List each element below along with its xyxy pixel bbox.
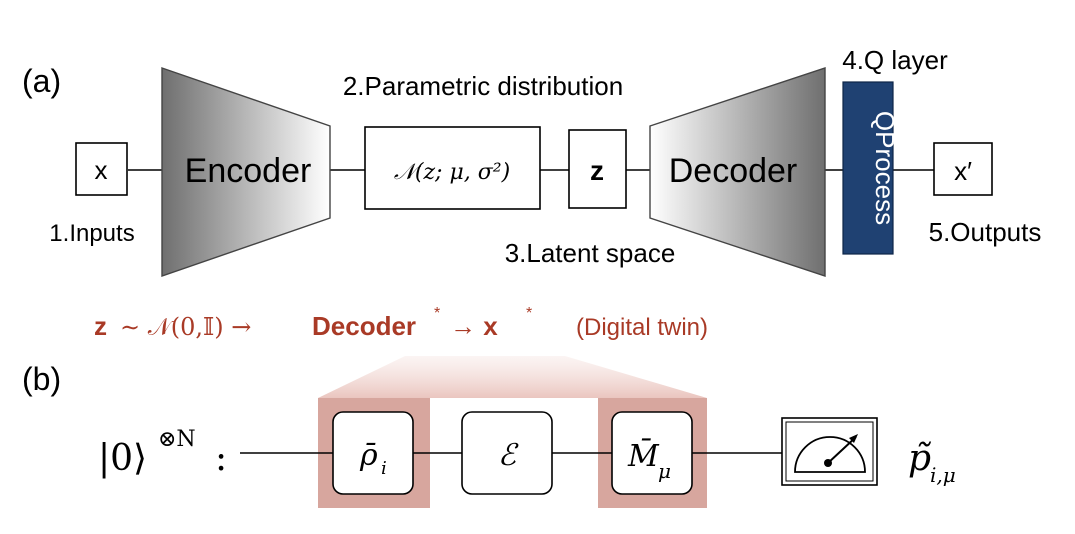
input-box xyxy=(75,142,128,196)
panel-b-label: (b) xyxy=(22,361,61,397)
encoder-label: Encoder xyxy=(185,152,312,190)
digital-twin-line: z ∼ 𝒩(0,𝕀) → Decoder * → x * (Digital tw… xyxy=(94,305,708,341)
encoder-trapezoid xyxy=(161,67,331,277)
normal-dist-box xyxy=(364,126,541,210)
input-box-text: x xyxy=(95,155,108,185)
twin-decoder: Decoder xyxy=(312,311,416,341)
twin-arrow-x: → x xyxy=(450,311,498,341)
twin-star-1: * xyxy=(434,305,440,322)
twin-digital-label: (Digital twin) xyxy=(576,314,708,341)
expansion-fan xyxy=(318,356,707,398)
inputs-label: 1.Inputs xyxy=(49,220,134,247)
twin-z: z xyxy=(94,311,107,341)
output-p: p̃ xyxy=(908,438,931,479)
latent-box xyxy=(568,129,627,209)
rho-subscript: i xyxy=(381,458,387,479)
twin-star-2: * xyxy=(526,305,532,322)
meter-icon xyxy=(781,417,878,486)
m-symbol: M̄ xyxy=(627,438,660,474)
latent-label: 3.Latent space xyxy=(505,238,676,268)
rho-gate xyxy=(332,411,414,495)
output-subscript: i,μ xyxy=(930,463,956,487)
output-box-text: x′ xyxy=(954,156,972,186)
state-ket: |0⟩ xyxy=(98,438,147,479)
panel-a-label: (a) xyxy=(22,63,61,99)
channel-symbol: ℰ xyxy=(498,438,519,473)
qprocess-box xyxy=(842,81,894,255)
decoder-label: Decoder xyxy=(669,152,798,190)
state-exponent: ⊗N xyxy=(158,427,196,452)
q-layer-label: 4.Q layer xyxy=(842,45,948,75)
qprocess-label: QProcess xyxy=(870,111,900,225)
twin-normal: ∼ 𝒩(0,𝕀) → xyxy=(120,313,251,341)
rho-symbol: ρ̄ xyxy=(359,438,378,473)
normal-dist-text: 𝒩(z; μ, σ²) xyxy=(394,160,510,185)
channel-gate xyxy=(461,411,553,495)
decoder-trapezoid xyxy=(649,67,826,277)
m-subscript: μ xyxy=(658,459,671,483)
output-box xyxy=(933,142,993,196)
m-gate xyxy=(611,411,693,495)
initial-state: |0⟩ ⊗N : xyxy=(98,427,227,479)
param-dist-label: 2.Parametric distribution xyxy=(343,71,623,101)
outputs-label: 5.Outputs xyxy=(929,217,1042,247)
latent-box-text: z xyxy=(590,155,604,186)
state-colon: : xyxy=(215,438,227,479)
